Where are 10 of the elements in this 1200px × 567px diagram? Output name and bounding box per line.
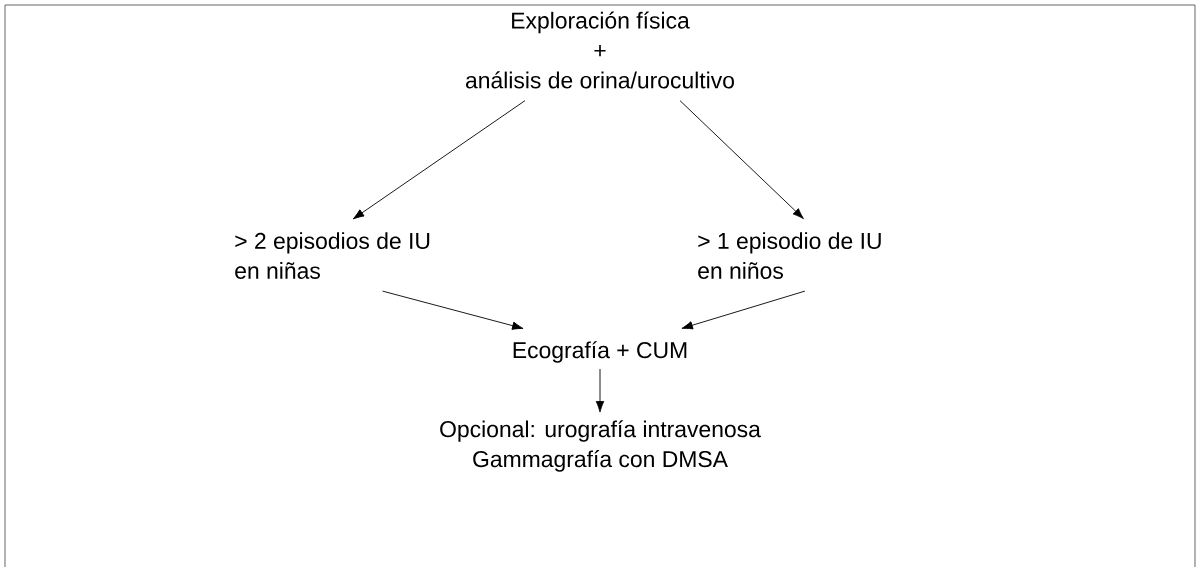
arrow [382, 290, 524, 330]
flow-text: Ecografía + CUM [513, 341, 687, 363]
arrow [681, 290, 806, 330]
flow-text: Opcional: urografía intravenosa Gammagrafía con DMSA [440, 420, 761, 472]
arrow [595, 368, 605, 413]
flow-text: Exploración física + análisis de orina/urocultivo [465, 11, 734, 89]
flow-text: > 2 episodios de IU en niñas [235, 232, 430, 279]
flow-text: > 1 episodio de IU en niños [698, 232, 881, 279]
arrow [352, 100, 526, 220]
arrow [679, 100, 804, 220]
